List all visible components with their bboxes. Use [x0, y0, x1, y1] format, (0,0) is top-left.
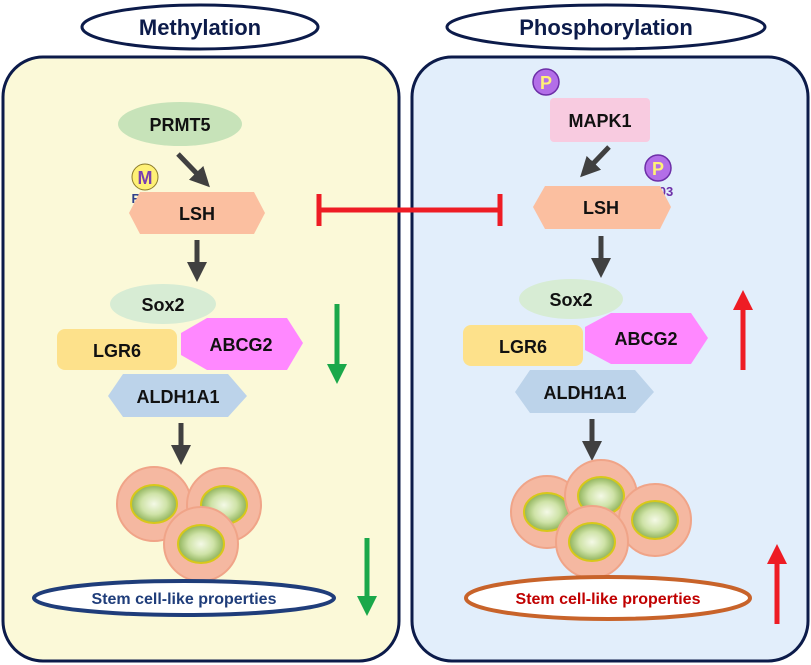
mapk1-label: MAPK1 [568, 111, 631, 131]
methyl-badge-letter: M [138, 168, 153, 188]
lsh-right-node [533, 186, 671, 229]
aldh1a1-right-node [515, 370, 654, 413]
lgr6-left-label: LGR6 [93, 341, 141, 361]
phospho-badge-lsh [644, 154, 672, 182]
cell-nucleus [130, 484, 178, 524]
cell-nucleus [568, 522, 616, 562]
lsh-right-label: LSH [583, 198, 619, 218]
right-outcome-ellipse [464, 575, 752, 621]
stem-cell-cluster-right [510, 459, 692, 579]
arrow-prmt5-to-lsh [176, 152, 210, 188]
right-outcome-label: Stem cell-like properties [516, 591, 701, 608]
lgr6-left-node [57, 329, 177, 370]
mapk1-node [550, 98, 650, 142]
left-outcome-ellipse [32, 579, 336, 617]
abcg2-right-node [585, 313, 708, 364]
cell-nucleus [177, 524, 225, 564]
phospho-badge-lsh-letter: P [652, 159, 664, 179]
mutual-inhibition-connector [316, 194, 503, 226]
phospho-badge-mapk1-letter: P [540, 73, 552, 93]
left-panel-title: Methylation [139, 15, 261, 40]
prmt5-node [118, 102, 242, 146]
sox2-right-label: Sox2 [549, 290, 592, 310]
phospho-badge-mapk1 [532, 68, 560, 96]
right-panel: Phosphorylation P MAPK1 P S503 LSH Sox2 … [410, 3, 810, 663]
lsh-left-node [129, 192, 265, 234]
right-panel-title: Phosphorylation [519, 15, 693, 40]
aldh1a1-right-label: ALDH1A1 [543, 383, 626, 403]
right-title-ellipse [445, 3, 767, 51]
abcg2-right-label: ABCG2 [614, 329, 677, 349]
aldh1a1-left-label: ALDH1A1 [136, 387, 219, 407]
lsh-left-label: LSH [179, 204, 215, 224]
left-outcome-label: Stem cell-like properties [92, 591, 277, 608]
lgr6-right-label: LGR6 [499, 337, 547, 357]
aldh1a1-left-node [108, 374, 247, 417]
sox2-right-node [519, 279, 623, 319]
prmt5-label: PRMT5 [149, 115, 210, 135]
left-title-ellipse [80, 3, 320, 51]
cell-nucleus [631, 500, 679, 540]
lgr6-right-node [463, 325, 583, 366]
left-panel: Methylation PRMT5 M R309 LSH Sox2 LGR6 A… [1, 3, 401, 663]
sox2-left-label: Sox2 [141, 295, 184, 315]
methyl-badge [131, 163, 159, 191]
sox2-left-node [110, 284, 216, 324]
arrow-mapk1-to-lsh [580, 145, 611, 178]
abcg2-left-node [181, 318, 303, 370]
stem-cell-cluster-left [116, 466, 262, 582]
abcg2-left-label: ABCG2 [209, 335, 272, 355]
